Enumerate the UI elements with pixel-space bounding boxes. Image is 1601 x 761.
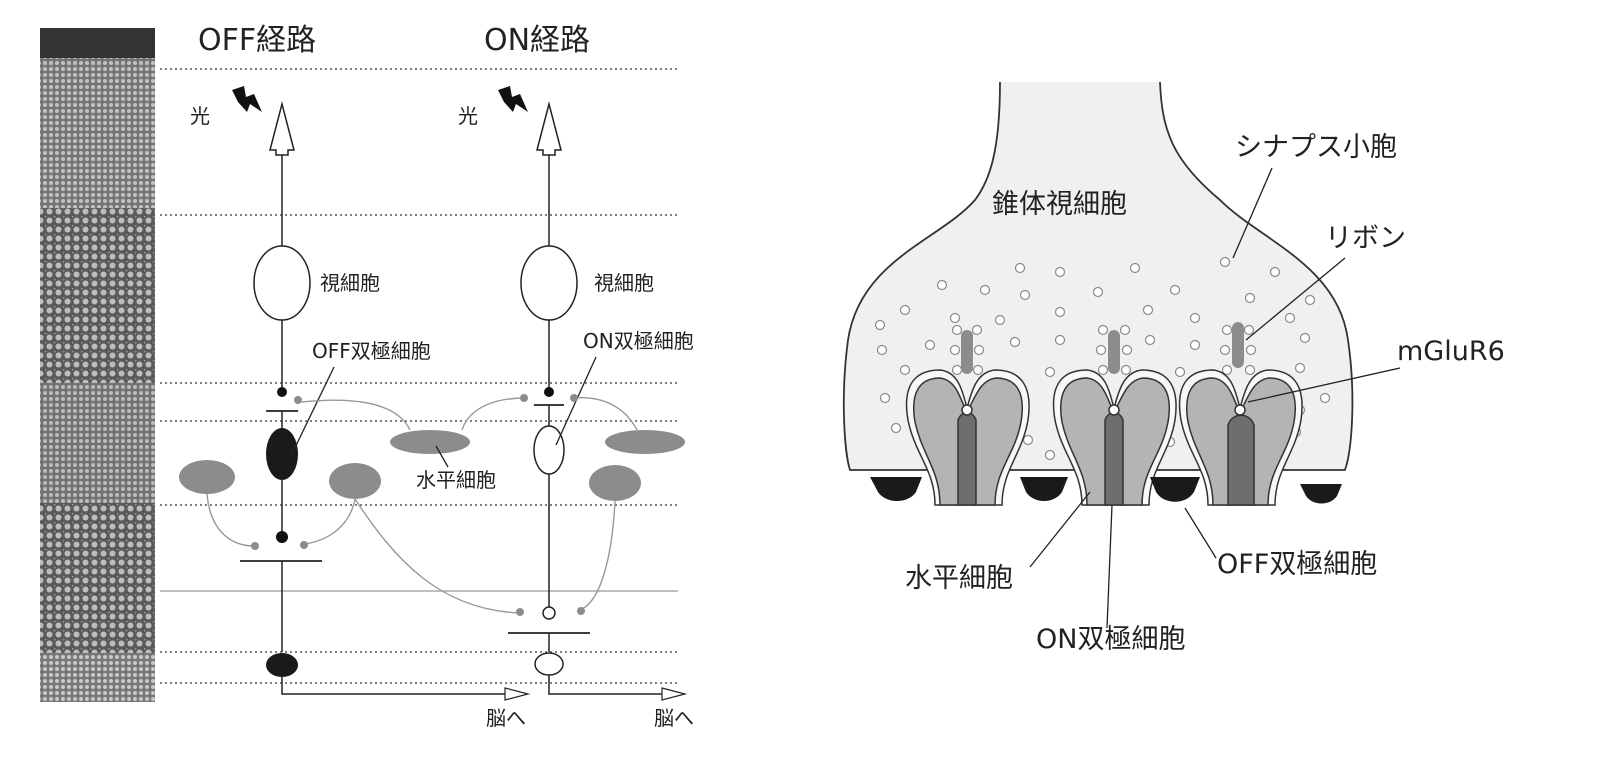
lightning-icon <box>498 86 528 112</box>
photoreceptor-off <box>253 245 311 321</box>
right-panel: 錐体視細胞 シナプス小胞 リボン mGluR6 水平細胞 OFF双極細胞 ON双… <box>842 81 1505 655</box>
ribbon <box>1232 322 1244 368</box>
horizontal-cell <box>605 430 685 454</box>
to-brain-label-off: 脳へ <box>486 706 526 730</box>
light-arrow-off <box>269 101 295 156</box>
photoreceptor-on <box>520 245 578 321</box>
ribbon-label: リボン <box>1325 223 1406 254</box>
light-arrow-on <box>536 101 562 156</box>
left-panel: OFF経路 ON経路 光 脳へ 視細胞 OFF双極細胞 <box>40 23 694 730</box>
photoreceptor-label-off: 視細胞 <box>320 271 380 295</box>
light-label-off: 光 <box>190 104 210 128</box>
layer-lines <box>160 68 678 684</box>
horizontal-cell <box>329 463 381 499</box>
ribbon <box>961 330 973 374</box>
off-bipolar-cell <box>266 428 298 480</box>
off-bipolar-label-right: OFF双極細胞 <box>1217 549 1377 580</box>
photoreceptor-label-on: 視細胞 <box>594 271 654 295</box>
gray-connections <box>206 397 639 614</box>
to-brain-arrow-off <box>504 687 531 701</box>
off-pathway-title: OFF経路 <box>198 23 316 58</box>
off-pathway: 光 脳へ 視細胞 OFF双極細胞 <box>190 86 531 730</box>
gray-dots <box>251 394 585 616</box>
on-pathway-title: ON経路 <box>484 23 590 58</box>
horizontal-cell <box>589 465 641 501</box>
synapse-triads <box>905 369 1303 506</box>
ribbon <box>1108 330 1120 374</box>
ganglion-cell-off <box>266 653 298 677</box>
on-pathway: 光 脳へ 視細胞 ON双極細胞 <box>458 86 694 730</box>
to-brain-label-on: 脳へ <box>654 706 694 730</box>
on-bipolar-label-right: ON双極細胞 <box>1036 624 1185 655</box>
light-label-on: 光 <box>458 104 478 128</box>
synaptic-vesicle-label: シナプス小胞 <box>1235 132 1397 163</box>
ribbons <box>961 322 1244 374</box>
horizontal-cell <box>390 430 470 454</box>
horizontal-cell <box>179 460 235 494</box>
horizontal-cell-label: 水平細胞 <box>416 468 496 492</box>
cone-label: 錐体視細胞 <box>992 189 1127 220</box>
off-bipolar-label: OFF双極細胞 <box>312 339 431 363</box>
on-bipolar-cell <box>533 425 565 475</box>
synaptic-vesicles <box>874 256 1331 461</box>
to-brain-arrow-on <box>661 687 688 701</box>
on-bipolar-label: ON双極細胞 <box>583 329 694 353</box>
lightning-icon <box>232 86 262 112</box>
retina-micrograph <box>40 28 155 702</box>
horizontal-cell-label-right: 水平細胞 <box>905 563 1013 594</box>
off-bipolar-contacts <box>870 477 1342 504</box>
horizontal-cells: 水平細胞 <box>179 430 685 501</box>
ganglion-cell-on <box>534 652 564 676</box>
mglur6-label: mGluR6 <box>1397 336 1505 367</box>
